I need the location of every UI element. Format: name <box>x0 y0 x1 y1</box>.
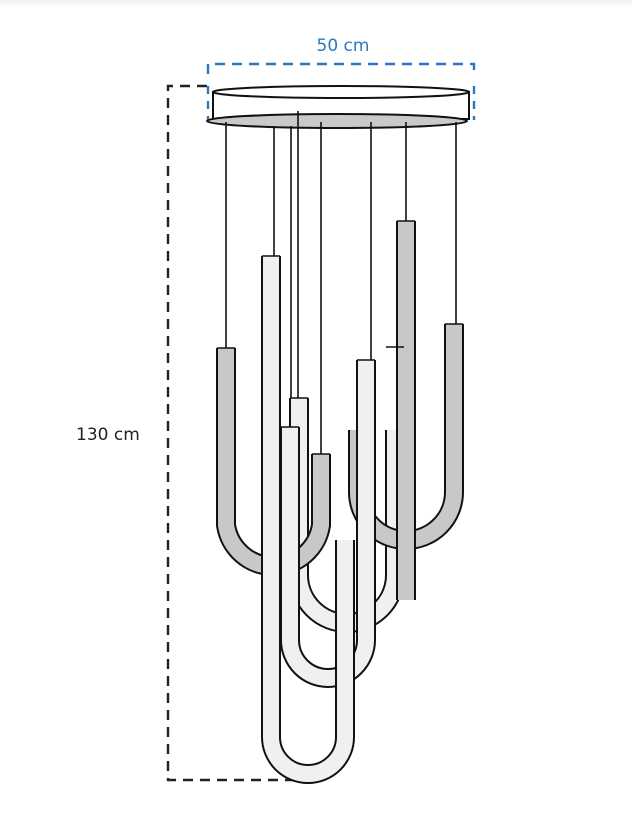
suspension-cables <box>225 111 457 454</box>
height-dimension-line <box>166 84 312 782</box>
width-dimension-line <box>206 62 476 74</box>
top-edge-strip <box>0 0 632 8</box>
height-dimension-label: 130 cm <box>76 425 140 445</box>
ceiling-canopy <box>206 85 470 129</box>
tube-end-caps <box>217 220 463 455</box>
width-dimension-label: 50 cm <box>316 36 370 56</box>
